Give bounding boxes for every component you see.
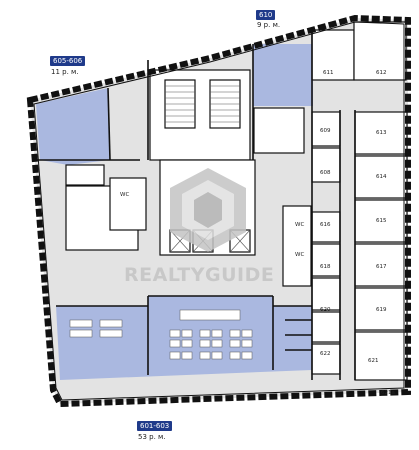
wc-label: WC bbox=[120, 192, 129, 198]
room-614-label: 614 bbox=[376, 174, 387, 180]
outer-wall-inner bbox=[33, 21, 405, 401]
tenant-area-605-606[interactable] bbox=[36, 88, 110, 165]
room-621-label: 621 bbox=[368, 358, 379, 364]
room-615-label: 615 bbox=[376, 218, 387, 224]
room-611-label: 611 bbox=[323, 70, 334, 76]
wc-label: WC bbox=[295, 222, 304, 228]
outer-wall bbox=[26, 14, 411, 408]
room-622-label: 622 bbox=[320, 351, 331, 357]
tenant-seats-610: 9 р. м. bbox=[257, 21, 281, 29]
room-620-label: 620 bbox=[320, 307, 331, 313]
room-612-label: 612 bbox=[376, 70, 387, 76]
tenant-badge-601-603[interactable]: 601-603 bbox=[137, 421, 173, 431]
watermark-text: REALTYGUIDE bbox=[124, 264, 274, 286]
tenant-badge-605-606[interactable]: 605-606 bbox=[50, 56, 86, 66]
room-616-label: 616 bbox=[320, 222, 331, 228]
room-621a-label: 621a bbox=[381, 390, 395, 396]
room-617-label: 617 bbox=[376, 264, 387, 270]
partition-walls bbox=[36, 28, 356, 380]
room-608-label: 608 bbox=[320, 170, 331, 176]
desks-601-603 bbox=[69, 309, 253, 360]
room-618-label: 618 bbox=[320, 264, 331, 270]
tenant-seats-605-606: 11 р. м. bbox=[51, 68, 79, 76]
tenant-seats-601-603: 53 р. м. bbox=[138, 433, 166, 441]
tenant-badge-610[interactable]: 610 bbox=[256, 10, 276, 20]
room-613-label: 613 bbox=[376, 130, 387, 136]
tenant-area-610[interactable] bbox=[253, 44, 313, 106]
room-609-label: 609 bbox=[320, 128, 331, 134]
office-cells bbox=[65, 21, 408, 381]
watermark-logo bbox=[170, 168, 246, 252]
wc-label: WC bbox=[295, 252, 304, 258]
room-labels: 611 612 609 608 613 614 615 617 619 621 … bbox=[120, 70, 395, 396]
room-619-label: 619 bbox=[376, 307, 387, 313]
